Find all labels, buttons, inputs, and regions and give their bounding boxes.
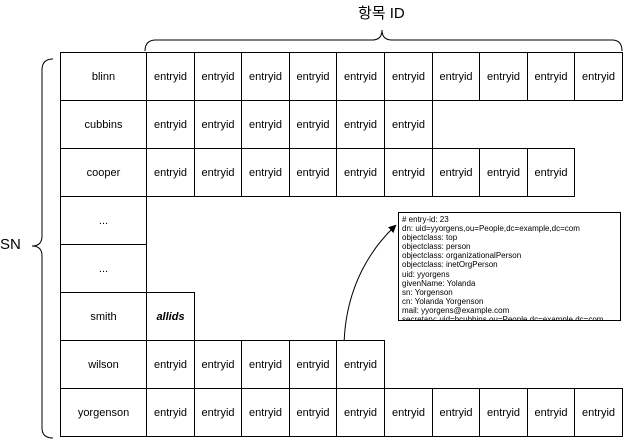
entryid-cell: entryid [241, 52, 290, 101]
entryid-cell: entryid [146, 148, 195, 197]
ldif-line: secretary: uid=bcubbins,ou=People,dc=exa… [402, 315, 604, 321]
entry-id-header-label: 항목 ID [358, 5, 405, 22]
ldif-line: cn: Yolanda Yorgenson [402, 296, 484, 306]
entryid-cell: entryid [289, 340, 337, 389]
entryid-cell: entryid [194, 388, 242, 437]
key-cell: cubbins [60, 100, 147, 149]
entryid-cell: entryid [194, 340, 242, 389]
entryid-cell: entryid [527, 52, 575, 101]
entryid-cell: entryid [194, 100, 242, 149]
ldif-line: mail: yyorgens@example.com [402, 305, 510, 315]
entryid-cell: entryid [384, 100, 433, 149]
key-cell: cooper [60, 148, 147, 197]
entryid-cell: entryid [241, 148, 290, 197]
entryid-cell: entryid [146, 52, 195, 101]
entryid-cell: entryid [527, 388, 575, 437]
key-cell: ... [60, 244, 147, 293]
ldif-line: dn: uid=yyorgens,ou=People,dc=example,dc… [402, 224, 580, 234]
entryid-cell: entryid [479, 388, 528, 437]
entryid-cell: entryid [432, 148, 480, 197]
key-cell: blinn [60, 52, 147, 101]
entryid-cell: entryid [574, 52, 623, 101]
entryid-cell: entryid [194, 148, 242, 197]
entryid-cell: entryid [432, 388, 480, 437]
entryid-cell: entryid [241, 388, 290, 437]
entryid-cell: entryid [336, 52, 385, 101]
entryid-cell: entryid [479, 52, 528, 101]
entryid-cell: entryid [574, 388, 623, 437]
entryid-cell: entryid [241, 340, 290, 389]
ldif-line: objectclass: top [402, 233, 458, 243]
ldif-line: # entry-id: 23 [402, 215, 449, 224]
ldif-line: givenName: Yolanda [402, 278, 476, 288]
entryid-cell: entryid [336, 100, 385, 149]
entryid-cell: entryid [384, 148, 433, 197]
entryid-cell: entryid [336, 148, 385, 197]
allids-cell: allids [146, 292, 195, 341]
ldif-line: objectclass: person [402, 242, 471, 252]
top-brace [144, 29, 623, 52]
entryid-cell: entryid [479, 148, 528, 197]
key-cell: wilson [60, 340, 147, 389]
entryid-cell: entryid [289, 388, 337, 437]
entryid-cell: entryid [289, 52, 337, 101]
sn-side-label: SN [0, 236, 21, 253]
ldif-line: sn: Yorgenson [402, 287, 453, 297]
ldif-line: objectclass: organizationalPerson [402, 251, 522, 261]
key-cell: yorgenson [60, 388, 147, 437]
key-cell: smith [60, 292, 147, 341]
entryid-cell: entryid [336, 388, 385, 437]
entryid-cell: entryid [289, 148, 337, 197]
ldif-line: objectclass: inetOrgPerson [402, 260, 498, 270]
entryid-cell: entryid [146, 340, 195, 389]
entryid-cell: entryid [384, 388, 433, 437]
key-cell: ... [60, 196, 147, 245]
left-brace [31, 58, 54, 439]
ldif-line: uid: yyorgens [402, 269, 450, 279]
entryid-cell: entryid [194, 52, 242, 101]
entryid-cell: entryid [384, 52, 433, 101]
entryid-cell: entryid [527, 148, 575, 197]
entryid-cell: entryid [241, 100, 290, 149]
entryid-cell: entryid [336, 340, 385, 389]
entryid-cell: entryid [432, 52, 480, 101]
entryid-cell: entryid [146, 100, 195, 149]
entryid-cell: entryid [146, 388, 195, 437]
entryid-cell: entryid [289, 100, 337, 149]
